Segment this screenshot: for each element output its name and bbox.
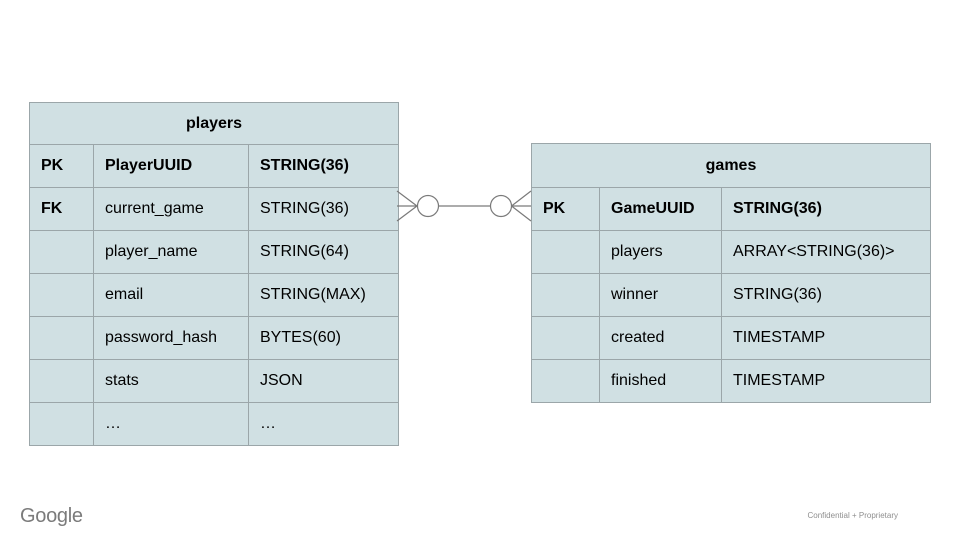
key-cell: PK	[29, 144, 94, 188]
optional-zero-circle-right-icon	[489, 194, 513, 218]
crow-foot-many-right-icon	[511, 190, 532, 222]
field-type-cell: STRING(36)	[248, 144, 399, 188]
players-entity-table: players PK PlayerUUID STRING(36) FK curr…	[29, 102, 399, 446]
field-name-cell: …	[93, 402, 249, 446]
field-type-cell: STRING(36)	[721, 273, 931, 317]
key-cell	[29, 402, 94, 446]
field-type-cell: …	[248, 402, 399, 446]
field-type-cell: STRING(MAX)	[248, 273, 399, 317]
table-row: password_hash BYTES(60)	[29, 316, 399, 360]
field-type-cell: JSON	[248, 359, 399, 403]
table-row: players	[29, 102, 399, 145]
players-table-title: players	[29, 102, 399, 145]
google-logo: Google	[20, 505, 83, 527]
field-name-cell: current_game	[93, 187, 249, 231]
key-cell: PK	[531, 187, 600, 231]
table-row: winner STRING(36)	[531, 273, 931, 317]
table-row: players ARRAY<STRING(36)>	[531, 230, 931, 274]
table-row: PK GameUUID STRING(36)	[531, 187, 931, 231]
field-name-cell: created	[599, 316, 722, 360]
table-row: email STRING(MAX)	[29, 273, 399, 317]
field-name-cell: email	[93, 273, 249, 317]
field-name-cell: password_hash	[93, 316, 249, 360]
field-type-cell: TIMESTAMP	[721, 316, 931, 360]
field-type-cell: STRING(36)	[248, 187, 399, 231]
table-row: … …	[29, 402, 399, 446]
field-type-cell: BYTES(60)	[248, 316, 399, 360]
crow-foot-many-left-icon	[396, 190, 418, 222]
key-cell	[29, 359, 94, 403]
key-cell: FK	[29, 187, 94, 231]
confidential-note: Confidential + Proprietary	[807, 511, 899, 520]
field-name-cell: GameUUID	[599, 187, 722, 231]
field-name-cell: winner	[599, 273, 722, 317]
table-row: created TIMESTAMP	[531, 316, 931, 360]
field-type-cell: TIMESTAMP	[721, 359, 931, 403]
table-row: games	[531, 143, 931, 188]
field-name-cell: players	[599, 230, 722, 274]
field-type-cell: STRING(64)	[248, 230, 399, 274]
table-row: finished TIMESTAMP	[531, 359, 931, 403]
key-cell	[531, 359, 600, 403]
field-type-cell: ARRAY<STRING(36)>	[721, 230, 931, 274]
key-cell	[29, 316, 94, 360]
key-cell	[29, 230, 94, 274]
key-cell	[29, 273, 94, 317]
key-cell	[531, 316, 600, 360]
table-row: FK current_game STRING(36)	[29, 187, 399, 231]
games-entity-table: games PK GameUUID STRING(36) players ARR…	[531, 143, 931, 403]
optional-zero-circle-left-icon	[416, 194, 440, 218]
table-row: PK PlayerUUID STRING(36)	[29, 144, 399, 188]
table-row: stats JSON	[29, 359, 399, 403]
field-name-cell: stats	[93, 359, 249, 403]
table-row: player_name STRING(64)	[29, 230, 399, 274]
field-name-cell: PlayerUUID	[93, 144, 249, 188]
field-name-cell: player_name	[93, 230, 249, 274]
relationship-connector	[396, 190, 532, 222]
field-name-cell: finished	[599, 359, 722, 403]
field-type-cell: STRING(36)	[721, 187, 931, 231]
games-table-title: games	[531, 143, 931, 188]
key-cell	[531, 273, 600, 317]
key-cell	[531, 230, 600, 274]
